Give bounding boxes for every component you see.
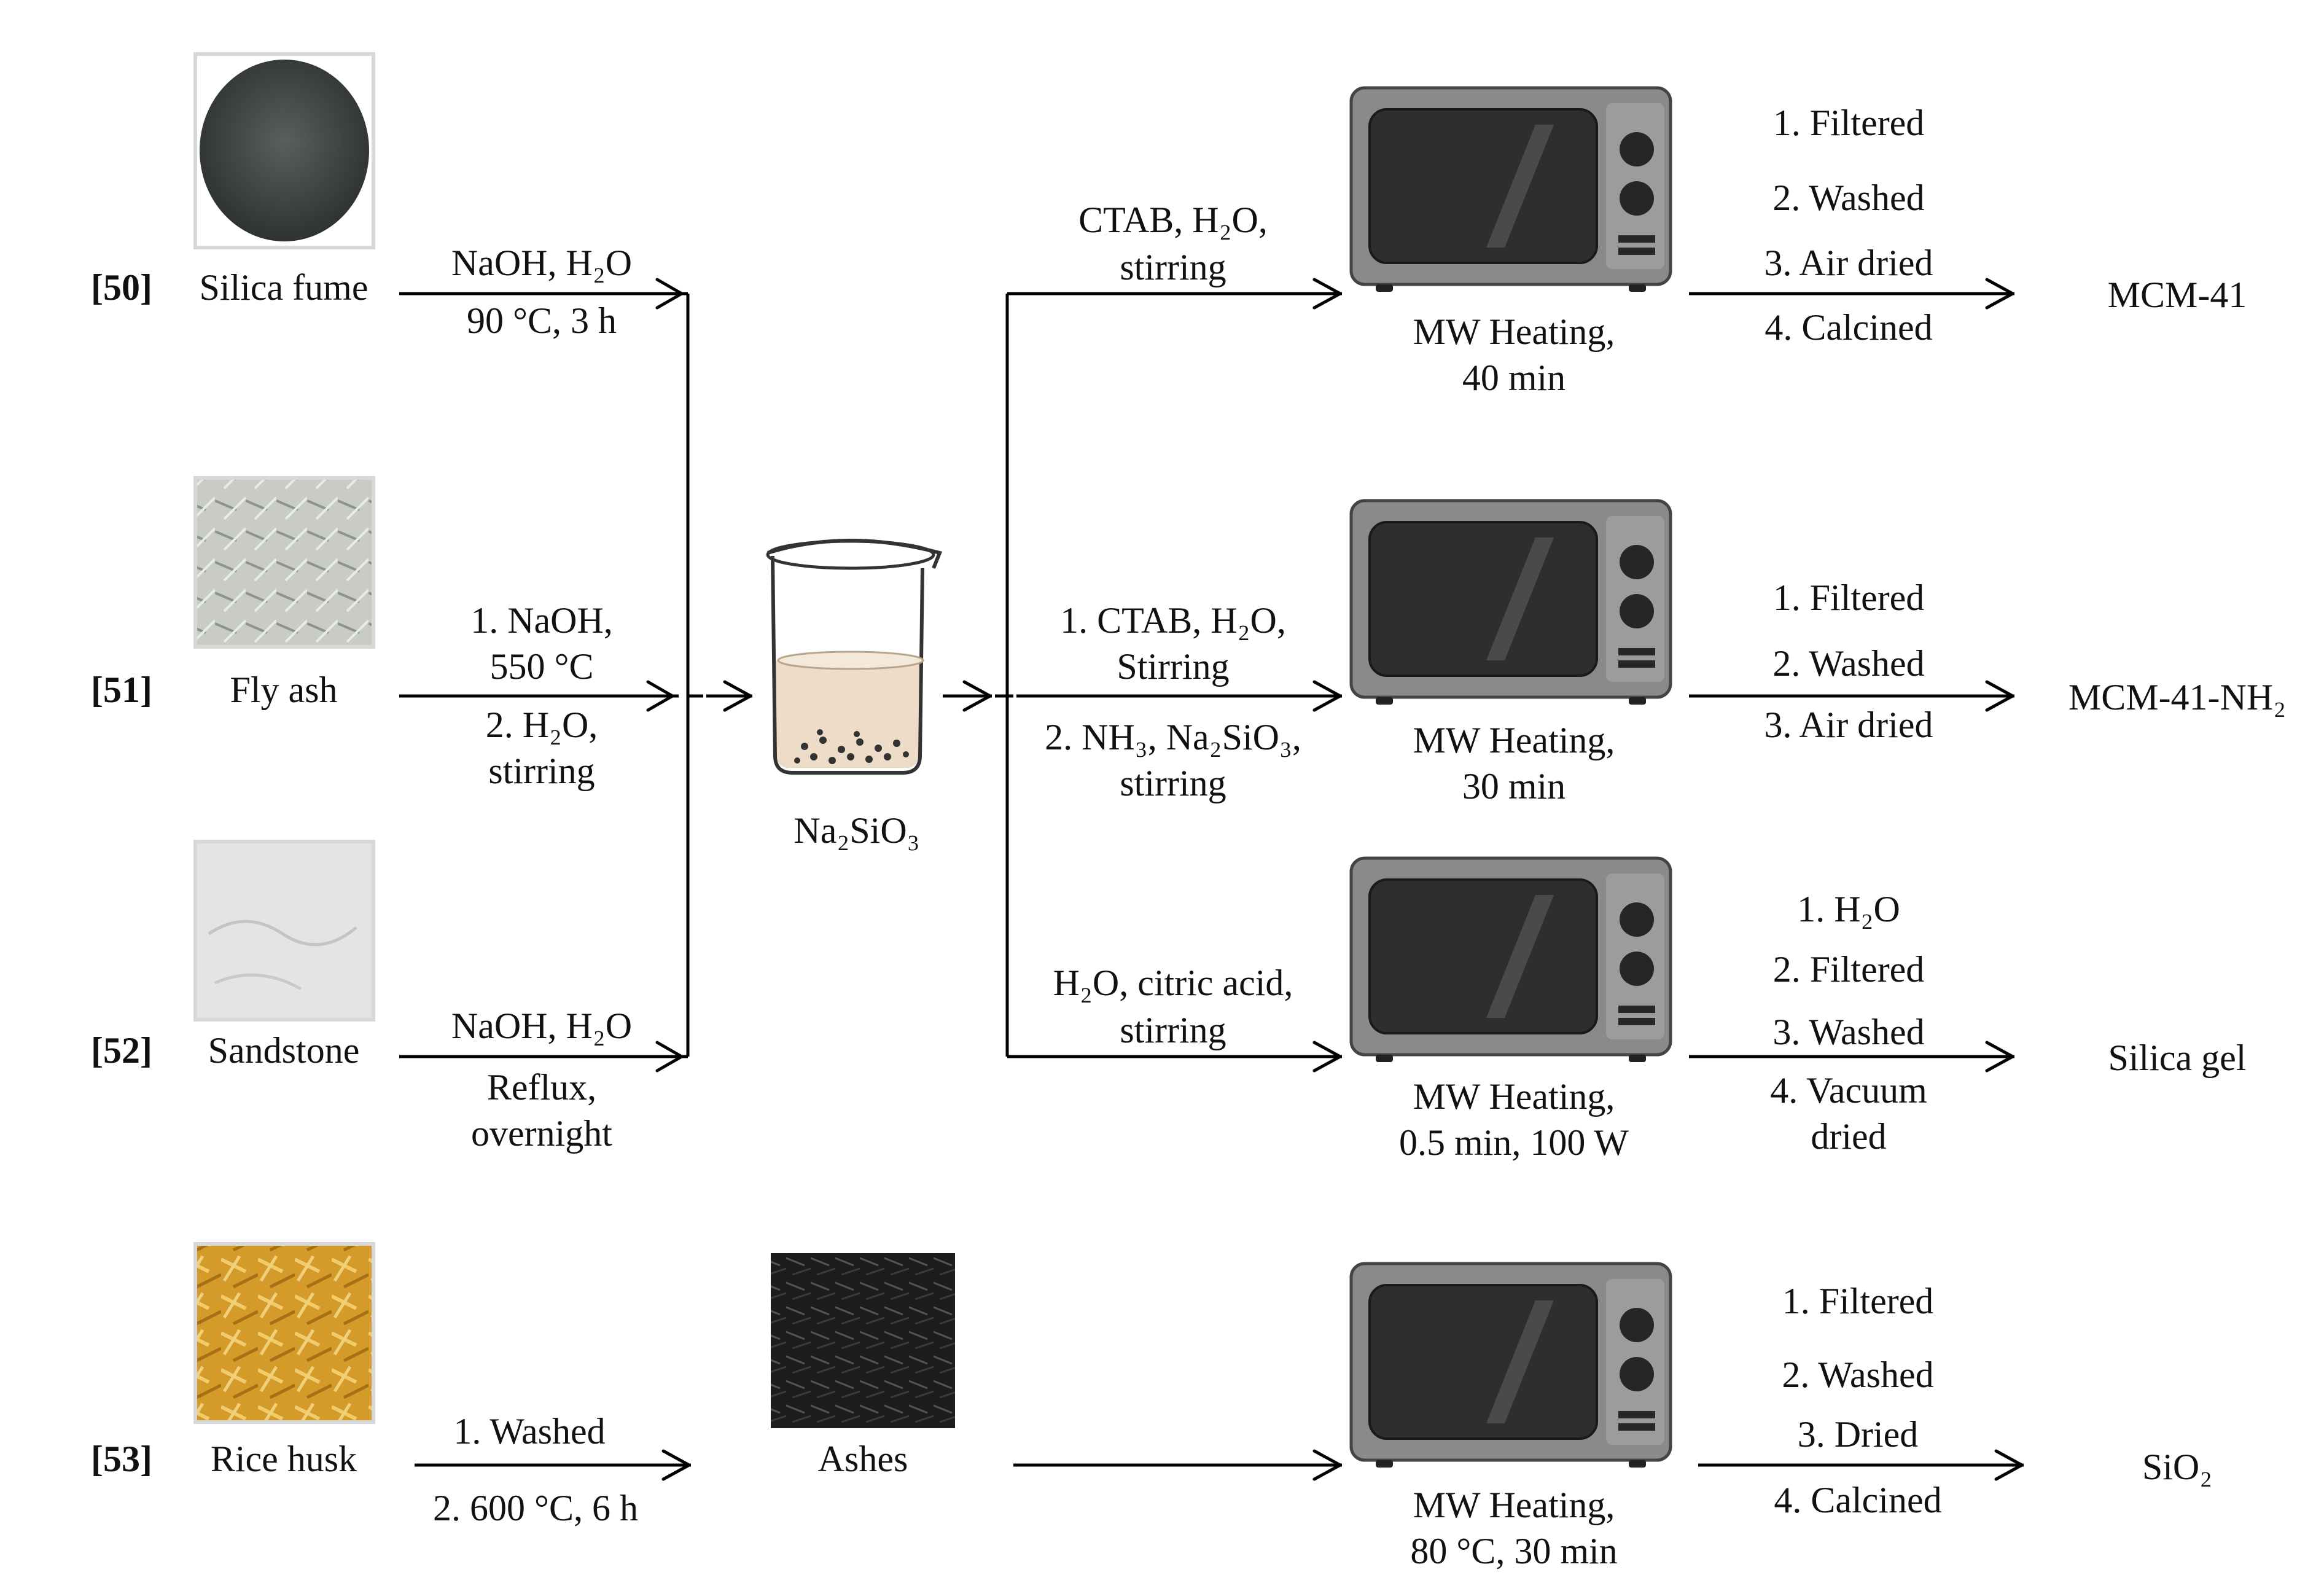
beaker-icon bbox=[766, 539, 943, 775]
route2-reagent-4: stirring bbox=[1120, 763, 1226, 803]
condition-rice-husk-2: 2. 600 °C, 6 h bbox=[433, 1488, 638, 1528]
source-name-sandstone: Sandstone bbox=[208, 1030, 360, 1071]
route1-heating-2: 40 min bbox=[1462, 358, 1566, 398]
microwave-oven-icon bbox=[1349, 499, 1672, 705]
route4-step-2: 2. Washed bbox=[1782, 1354, 1933, 1395]
route3-step-3: 3. Washed bbox=[1772, 1012, 1924, 1052]
route1-step-3: 3. Air dried bbox=[1764, 243, 1933, 283]
ashes-photo bbox=[771, 1253, 955, 1428]
source-name-fly-ash: Fly ash bbox=[230, 670, 337, 710]
connector-lines bbox=[399, 278, 2024, 1481]
route1-step-4: 4. Calcined bbox=[1764, 307, 1932, 348]
route3-product: Silica gel bbox=[2108, 1038, 2247, 1078]
route3-heating-1: MW Heating, bbox=[1413, 1076, 1615, 1117]
route4-heating-1: MW Heating, bbox=[1413, 1485, 1615, 1525]
condition-fly-ash-2: 550 °C bbox=[489, 646, 593, 687]
condition-fly-ash-4: stirring bbox=[488, 751, 595, 791]
route3-step-1: 1. H₂O bbox=[1797, 889, 1900, 929]
route1-step-1: 1. Filtered bbox=[1773, 103, 1925, 143]
silica-fume-photo bbox=[193, 52, 375, 249]
route2-heating-1: MW Heating, bbox=[1413, 720, 1615, 760]
route2-product: MCM-41-NH₂ bbox=[2069, 677, 2286, 717]
microwave-oven-icon bbox=[1349, 86, 1672, 292]
silicate-label: Na₂SiO₃ bbox=[794, 810, 919, 851]
source-ref-52: [52] bbox=[91, 1030, 152, 1071]
microwave-oven-icon bbox=[1349, 856, 1672, 1062]
route3-reagent-1: H₂O, citric acid, bbox=[1053, 963, 1293, 1003]
condition-rice-husk-1: 1. Washed bbox=[453, 1411, 605, 1452]
condition-silica-fume-2: 90 °C, 3 h bbox=[467, 300, 617, 341]
route1-reagent-2: stirring bbox=[1120, 247, 1226, 287]
ashes-label: Ashes bbox=[818, 1439, 908, 1479]
route1-step-2: 2. Washed bbox=[1772, 178, 1924, 218]
route2-reagent-1: 1. CTAB, H₂O, bbox=[1060, 600, 1286, 641]
route3-step-2: 2. Filtered bbox=[1773, 949, 1925, 990]
microwave-oven-icon bbox=[1349, 1262, 1672, 1468]
condition-fly-ash-1: 1. NaOH, bbox=[470, 600, 613, 641]
route4-product: SiO₂ bbox=[2142, 1447, 2212, 1487]
route1-product: MCM-41 bbox=[2108, 275, 2247, 315]
route2-step-3: 3. Air dried bbox=[1764, 705, 1933, 745]
route4-step-3: 3. Dried bbox=[1798, 1414, 1919, 1455]
source-name-silica-fume: Silica fume bbox=[200, 267, 368, 308]
route1-heating-1: MW Heating, bbox=[1413, 311, 1615, 352]
route3-reagent-2: stirring bbox=[1120, 1010, 1226, 1050]
route2-reagent-3: 2. NH₃, Na₂SiO₃, bbox=[1045, 717, 1301, 757]
condition-sandstone-3: overnight bbox=[471, 1113, 612, 1154]
condition-sandstone-2: Reflux, bbox=[487, 1067, 596, 1108]
sandstone-photo bbox=[193, 840, 375, 1022]
route3-heating-2: 0.5 min, 100 W bbox=[1399, 1122, 1629, 1163]
route3-step-5: dried bbox=[1811, 1116, 1886, 1157]
route2-reagent-2: Stirring bbox=[1117, 646, 1229, 687]
route4-step-1: 1. Filtered bbox=[1782, 1281, 1934, 1321]
condition-fly-ash-3: 2. H₂O, bbox=[486, 705, 598, 745]
route4-step-4: 4. Calcined bbox=[1774, 1480, 1941, 1520]
fly-ash-photo bbox=[193, 476, 375, 649]
route2-heating-2: 30 min bbox=[1462, 766, 1566, 807]
route3-step-4: 4. Vacuum bbox=[1770, 1070, 1927, 1111]
source-ref-53: [53] bbox=[91, 1439, 152, 1479]
route1-reagent-1: CTAB, H₂O, bbox=[1078, 200, 1268, 240]
route2-step-2: 2. Washed bbox=[1772, 643, 1924, 684]
route4-heating-2: 80 °C, 30 min bbox=[1410, 1531, 1617, 1571]
condition-sandstone-1: NaOH, H₂O bbox=[451, 1006, 632, 1046]
route2-step-1: 1. Filtered bbox=[1773, 577, 1925, 618]
condition-silica-fume-1: NaOH, H₂O bbox=[451, 243, 632, 283]
source-ref-50: [50] bbox=[91, 267, 152, 308]
source-name-rice-husk: Rice husk bbox=[211, 1439, 357, 1479]
rice-husk-photo bbox=[193, 1242, 375, 1424]
source-ref-51: [51] bbox=[91, 670, 152, 710]
